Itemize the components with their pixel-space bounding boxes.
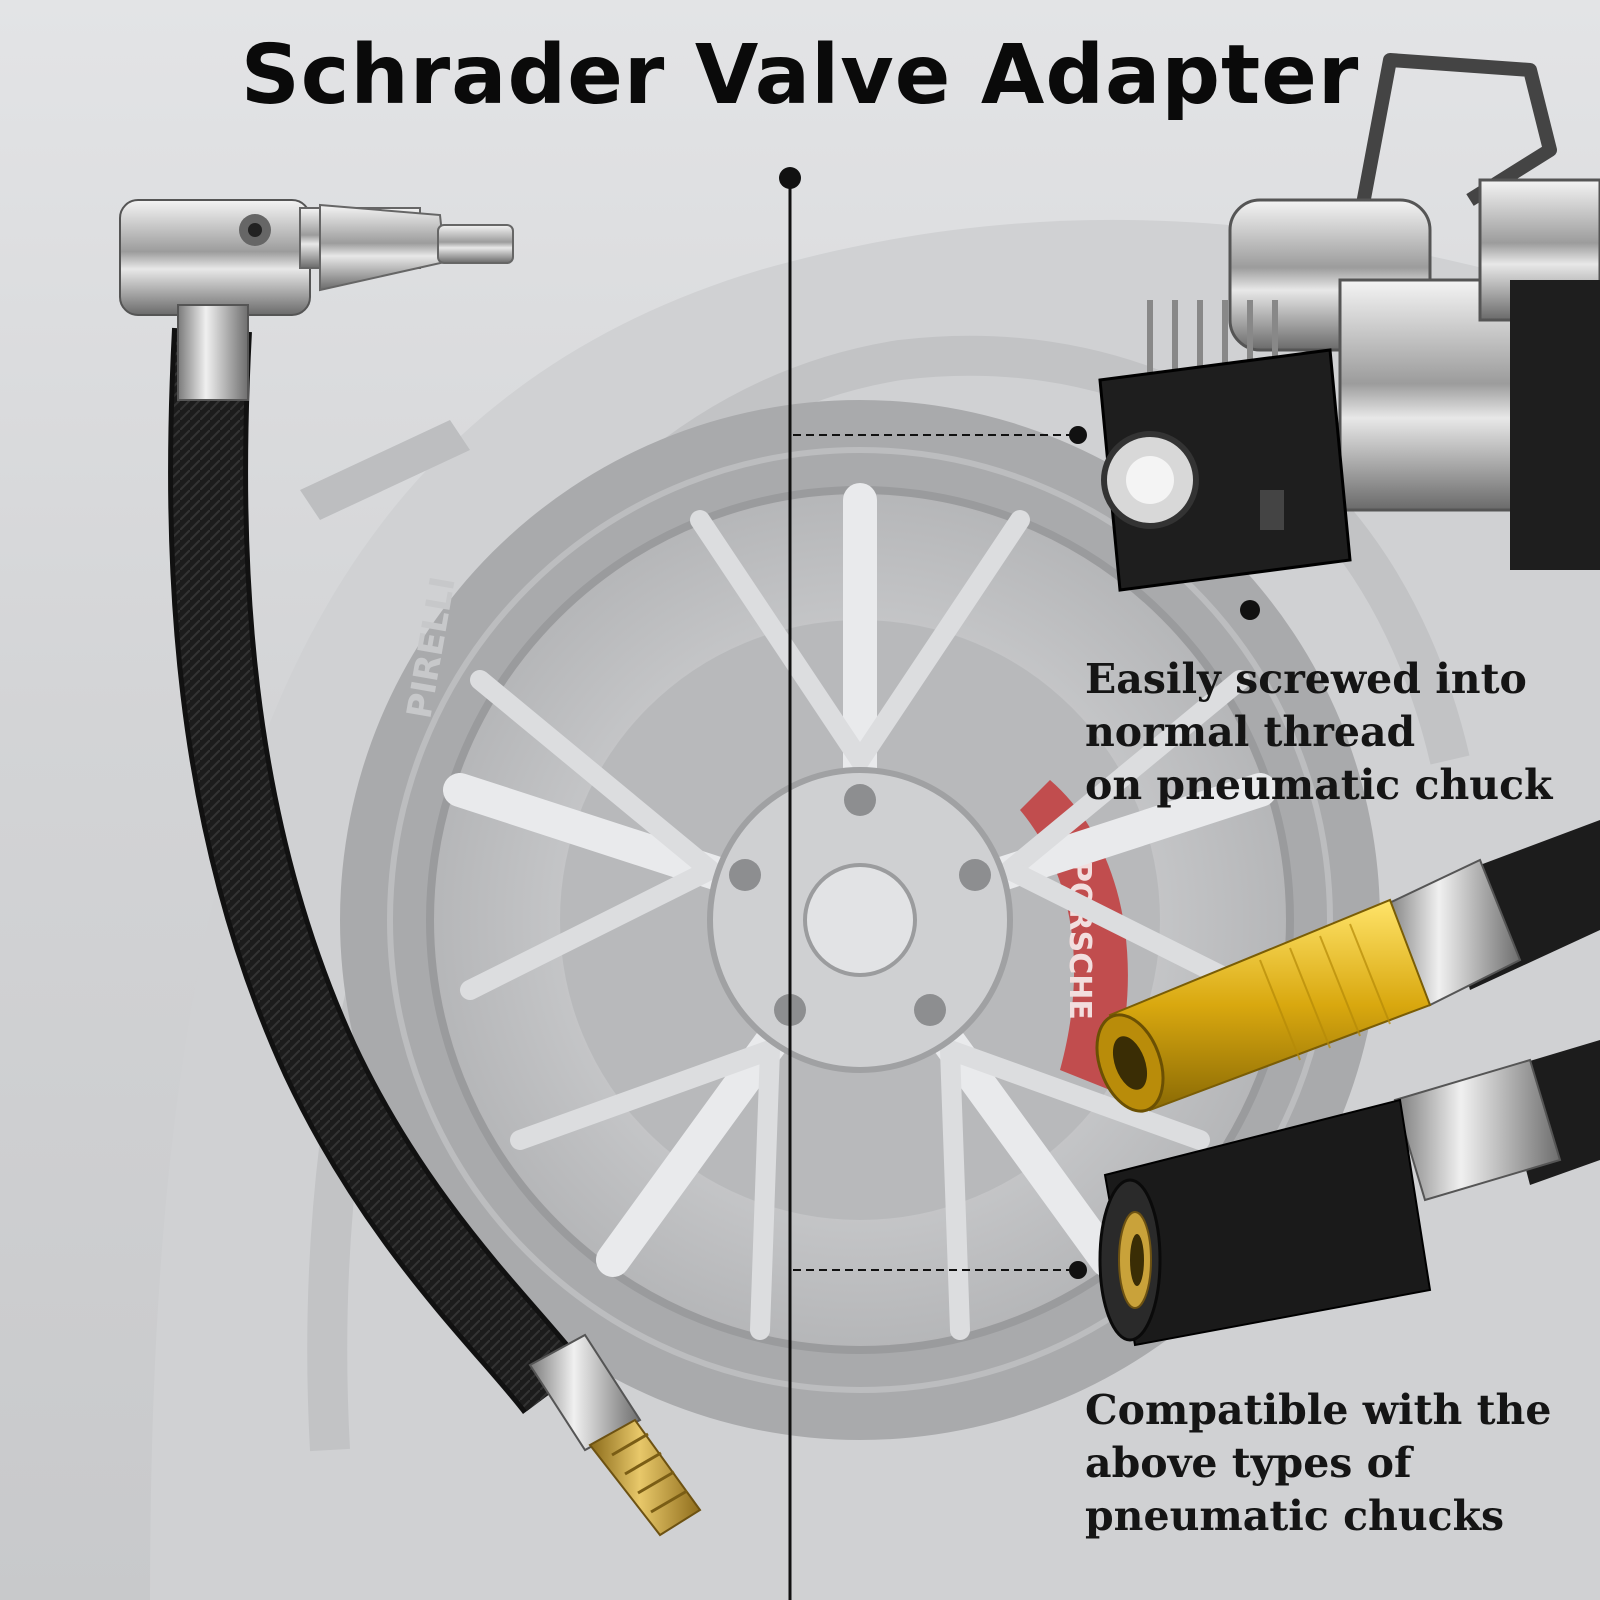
page-title: Schrader Valve Adapter	[240, 28, 1360, 123]
gold-thread-connector-icon	[1095, 820, 1600, 1113]
black-thread-connector-icon	[1098, 1040, 1600, 1347]
caption-top: Easily screwed into normal thread on pne…	[1085, 653, 1552, 812]
leader-dot-top	[1069, 426, 1087, 444]
caption-bottom: Compatible with the above types of pneum…	[1085, 1384, 1551, 1543]
caption-bottom-line-3: pneumatic chucks	[1085, 1492, 1505, 1540]
side-vent	[300, 420, 470, 520]
caption-bottom-line-2: above types of	[1085, 1439, 1412, 1487]
caption-top-line-2: normal thread	[1085, 708, 1416, 756]
caliper-text: PORSCHE	[1062, 860, 1097, 1020]
caption-bottom-line-1: Compatible with the	[1085, 1386, 1552, 1434]
air-compressor-icon	[1098, 53, 1600, 620]
caption-top-line-3: on pneumatic chuck	[1085, 761, 1553, 809]
clip-chuck-hose-icon	[119, 199, 702, 1537]
leader-dot-bottom	[1069, 1261, 1087, 1279]
divider-top-dot	[779, 167, 801, 189]
caption-top-line-1: Easily screwed into	[1085, 655, 1527, 703]
